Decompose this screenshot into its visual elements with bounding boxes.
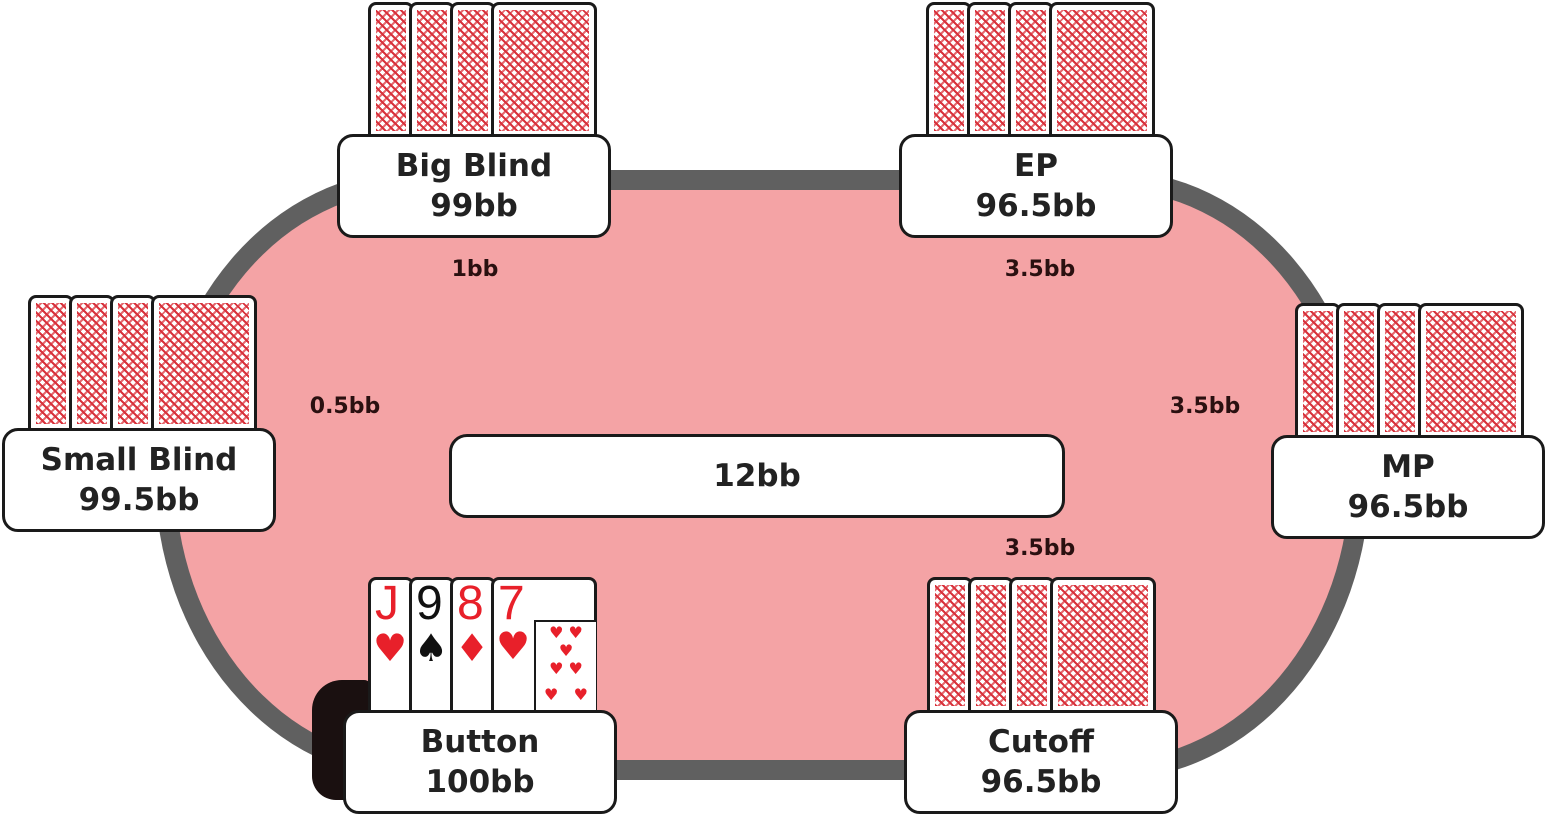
seat-stack: 96.5bb — [980, 764, 1102, 800]
seat-name: Cutoff — [987, 724, 1095, 760]
card-back — [491, 2, 597, 136]
heart-icon: ♥ — [496, 624, 531, 668]
card-back — [1009, 577, 1055, 711]
cards-small-blind — [28, 295, 257, 429]
card-back — [1008, 2, 1054, 136]
hero-card: 8♦ — [450, 577, 496, 711]
bet-cutoff: 3.5bb — [1004, 536, 1076, 561]
seat-name: Big Blind — [395, 148, 553, 184]
seat-stack: 96.5bb — [1347, 489, 1469, 525]
card-back-pattern — [417, 10, 447, 131]
card-back — [968, 577, 1014, 711]
pot-display: 12bb — [449, 434, 1065, 518]
card-back — [1295, 303, 1341, 437]
seat-cutoff[interactable]: Cutoff 96.5bb — [904, 710, 1178, 814]
bet-big-blind: 1bb — [451, 257, 499, 282]
card-back-pattern — [458, 10, 488, 131]
bet-small-blind: 0.5bb — [309, 394, 381, 419]
card-rank: J — [375, 577, 399, 630]
diamond-icon: ♦ — [455, 626, 490, 670]
card-back — [69, 295, 115, 429]
card-back — [1418, 303, 1524, 437]
card-back-pattern — [976, 585, 1006, 706]
card-back-pattern — [1016, 10, 1046, 131]
seat-big-blind[interactable]: Big Blind 99bb — [337, 134, 611, 238]
card-back — [151, 295, 257, 429]
card-back-pattern — [975, 10, 1005, 131]
card-rank: 8 — [457, 577, 484, 630]
card-back-pattern — [1058, 585, 1148, 706]
seat-small-blind[interactable]: Small Blind 99.5bb — [2, 428, 276, 532]
card-rank: 9 — [416, 577, 443, 630]
card-back — [967, 2, 1013, 136]
card-back-pattern — [934, 10, 964, 131]
card-back — [1377, 303, 1423, 437]
seat-ep[interactable]: EP 96.5bb — [899, 134, 1173, 238]
hero-card: 9♠ — [409, 577, 455, 711]
cards-cutoff — [927, 577, 1156, 711]
bet-mp: 3.5bb — [1169, 394, 1241, 419]
card-back — [926, 2, 972, 136]
card-back-pattern — [376, 10, 406, 131]
seat-name: Button — [420, 724, 540, 760]
hero-card: J♥ — [368, 577, 414, 711]
card-back-pattern — [1426, 311, 1516, 432]
card-back — [28, 295, 74, 429]
card-back-pattern — [1057, 10, 1147, 131]
seat-mp[interactable]: MP 96.5bb — [1271, 435, 1545, 539]
cards-big-blind — [368, 2, 597, 136]
pip-row: ♥ ♥ — [549, 659, 583, 678]
card-back — [110, 295, 156, 429]
card-back-pattern — [935, 585, 965, 706]
seat-stack: 99bb — [430, 188, 518, 224]
cards-mp — [1295, 303, 1524, 437]
seat-name: Small Blind — [40, 442, 238, 478]
card-back-pattern — [499, 10, 589, 131]
card-back — [1049, 2, 1155, 136]
card-back-pattern — [36, 303, 66, 424]
pip-row: ♥ ♥ — [549, 623, 583, 642]
card-back — [409, 2, 455, 136]
card-back-pattern — [1303, 311, 1333, 432]
card-back — [450, 2, 496, 136]
card-back — [927, 577, 973, 711]
hero-cards: J♥ 9♠ 8♦ 7♥ ♥ ♥♥♥ ♥♥ ♥ — [368, 577, 597, 711]
seat-stack: 100bb — [425, 764, 535, 800]
card-back — [368, 2, 414, 136]
seat-stack: 99.5bb — [78, 482, 200, 518]
heart-icon: ♥ — [373, 626, 408, 670]
spade-icon: ♠ — [414, 626, 449, 670]
card-rank: 7 — [498, 577, 525, 630]
card-back — [1336, 303, 1382, 437]
card-back-pattern — [1344, 311, 1374, 432]
cards-ep — [926, 2, 1155, 136]
seat-stack: 96.5bb — [975, 188, 1097, 224]
card-back — [1050, 577, 1156, 711]
hero-card: 7♥ ♥ ♥♥♥ ♥♥ ♥ — [491, 577, 597, 711]
card-back-pattern — [77, 303, 107, 424]
card-back-pattern — [1017, 585, 1047, 706]
seat-button[interactable]: Button 100bb — [343, 710, 617, 814]
card-back-pattern — [159, 303, 249, 424]
bet-ep: 3.5bb — [1004, 257, 1076, 282]
seat-name: EP — [1014, 148, 1058, 184]
heart-pips-icon: ♥ ♥♥♥ ♥♥ ♥ — [534, 620, 596, 711]
card-back-pattern — [1385, 311, 1415, 432]
seat-name: MP — [1381, 449, 1435, 485]
card-back-pattern — [118, 303, 148, 424]
